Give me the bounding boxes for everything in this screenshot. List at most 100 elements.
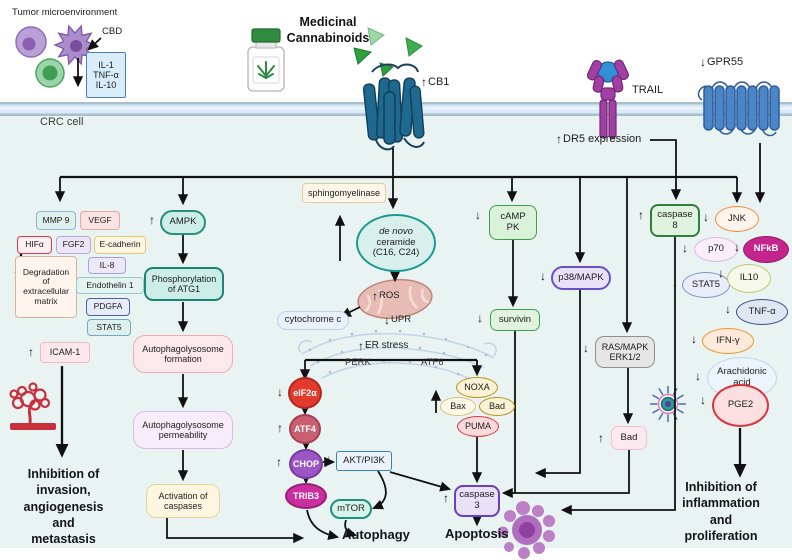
- phos-atg1-text: Phosphorylation of ATG1: [151, 273, 217, 294]
- node-autophagolysosome-permeability: Autophagolysosome permeability: [133, 411, 233, 449]
- cb1-text: CB1: [428, 76, 450, 88]
- eif2a-text: eIF2α: [293, 387, 317, 398]
- node-tnfa: TNF-α: [736, 299, 788, 325]
- node-noxa: NOXA: [456, 377, 498, 398]
- node-bad-oval: Bad: [479, 397, 515, 416]
- icam1-text: ICAM-1: [49, 347, 81, 358]
- dr5-expression-label: ↑DR5 expression: [556, 133, 641, 145]
- inhibition-inflammation-label: Inhibition of inflammation and prolifera…: [652, 479, 790, 544]
- down-arrow-icon: ↓: [691, 332, 697, 346]
- autophagy-text: Autophagy: [342, 527, 410, 542]
- perk-label: PERK: [345, 357, 371, 368]
- e-cadherin-text: E-cadherin: [99, 239, 141, 250]
- up-arrow-icon: ↑: [276, 455, 282, 469]
- node-de-novo-ceramide: de novo ceramide (C16, C24): [356, 214, 436, 272]
- medicinal-cannabinoids-title: Medicinal Cannabinoids: [286, 15, 370, 46]
- ros-label: ↑ROS: [372, 290, 400, 302]
- tnfa-text: TNF-α: [748, 305, 776, 317]
- trib3-text: TRIB3: [292, 490, 319, 501]
- medicinal-cannabinoids-text: Medicinal Cannabinoids: [286, 15, 370, 45]
- up-arrow-icon: ↑: [556, 132, 562, 146]
- apoptosis-text: Apoptosis: [445, 526, 509, 541]
- node-pge2: PGE2: [712, 384, 769, 427]
- survivin-text: survivin: [498, 313, 532, 325]
- tumor-cells-icon: [15, 24, 97, 88]
- node-phosphorylation-atg1: Phosphorylation of ATG1: [144, 267, 224, 301]
- noxa-text: NOXA: [464, 382, 490, 393]
- bax-text: Bax: [450, 401, 466, 412]
- ros-text: ROS: [379, 290, 400, 301]
- chop-text: CHOP: [293, 458, 320, 469]
- p70-text: p70: [708, 243, 724, 255]
- down-arrow-icon: ↓: [384, 313, 390, 327]
- cbd-text: CBD: [102, 26, 123, 37]
- node-sphingomyelinase: sphingomyelinase: [302, 183, 386, 203]
- node-atf4: ATF4: [289, 414, 321, 444]
- inhibition-invasion-label: Inhibition of invasion, angiogenesis and…: [6, 466, 121, 547]
- node-akt-pi3k: AKT/PI3K: [336, 451, 392, 471]
- cytokine-text: IL-1 TNF-α IL-10: [93, 59, 119, 91]
- activation-caspases-text: Activation of caspases: [158, 490, 208, 511]
- atf6-text: ATF6: [421, 357, 444, 368]
- down-arrow-icon: ↓: [695, 369, 701, 383]
- node-survivin: survivin: [490, 309, 540, 331]
- il10-text: IL10: [739, 272, 759, 284]
- hifa-text: HIFα: [25, 239, 44, 250]
- sphingomyelinase-text: sphingomyelinase: [307, 187, 381, 198]
- node-il10: IL10: [727, 264, 771, 293]
- inhibition-inflammation-text: Inhibition of inflammation and prolifera…: [682, 480, 760, 543]
- inhibition-invasion-text: Inhibition of invasion, angiogenesis and…: [23, 467, 104, 546]
- node-endothelin1: Endothelin 1: [76, 277, 144, 294]
- down-arrow-icon: ↓: [277, 385, 283, 399]
- node-ampk: AMPK: [160, 210, 206, 235]
- node-stat5-left: STAT5: [87, 319, 131, 336]
- gpr55-label: ↓GPR55: [700, 56, 743, 68]
- tumor-microenvironment-label: Tumor microenvironment: [12, 7, 117, 18]
- down-arrow-icon: ↓: [700, 55, 706, 69]
- medicine-bottle-icon: [247, 28, 285, 92]
- node-hifa: HIFα: [17, 236, 52, 254]
- node-degradation-ecm: Degradation of extracellular matrix: [15, 256, 77, 318]
- node-vegf: VEGF: [80, 211, 120, 230]
- node-trib3: TRIB3: [285, 483, 327, 509]
- node-puma: PUMA: [457, 416, 499, 437]
- upr-label: ↓UPR: [384, 314, 411, 326]
- down-arrow-icon: ↓: [477, 311, 483, 325]
- up-arrow-icon: ↑: [421, 75, 427, 89]
- ceramide-text: ceramide (C16, C24): [372, 236, 420, 259]
- cannabinoid-molecules-icon: [353, 27, 423, 77]
- down-arrow-icon: ↓: [475, 208, 481, 222]
- trail-text: TRAIL: [632, 84, 664, 96]
- up-arrow-icon: ↑: [598, 431, 604, 445]
- er-stress-text: ER stress: [365, 340, 409, 351]
- up-arrow-icon: ↑: [28, 345, 34, 359]
- stat5-right-text: STAT5: [691, 278, 721, 290]
- cb1-receptor-icon: [362, 63, 425, 151]
- down-arrow-icon: ↓: [703, 210, 709, 224]
- crc-cell-text: CRC cell: [40, 116, 84, 128]
- node-caspase3: caspase 3: [454, 485, 500, 517]
- er-stress-label: ↑ER stress: [358, 340, 408, 352]
- cytokine-box: IL-1 TNF-α IL-10: [86, 52, 126, 98]
- down-arrow-icon: ↓: [734, 240, 740, 254]
- node-jnk: JNK: [715, 206, 759, 232]
- node-nfkb: NFkB: [743, 236, 789, 263]
- node-cytochrome-c: cytochrome c: [277, 311, 349, 330]
- jnk-text: JNK: [728, 212, 746, 224]
- gpr55-receptor-icon: [697, 81, 780, 137]
- node-eif2a: eIF2α: [288, 377, 322, 409]
- akt-pi3k-text: AKT/PI3K: [343, 454, 385, 466]
- node-e-cadherin: E-cadherin: [94, 236, 146, 254]
- upr-text: UPR: [391, 314, 412, 325]
- caspase8-text: caspase 8: [657, 208, 693, 231]
- er-ribosome-dots: [308, 329, 488, 376]
- down-arrow-icon: ↓: [540, 269, 546, 283]
- pge2-text: PGE2: [727, 399, 754, 411]
- node-ifng: IFN-γ: [702, 328, 754, 354]
- mitochondria-icon: [357, 278, 433, 320]
- ras-mapk-text: RAS/MAPK ERK1/2: [601, 341, 649, 362]
- tumor-microenvironment-text: Tumor microenvironment: [12, 7, 118, 18]
- cb1-label: ↑CB1: [421, 76, 449, 88]
- blood-vessel-icon: [9, 382, 56, 430]
